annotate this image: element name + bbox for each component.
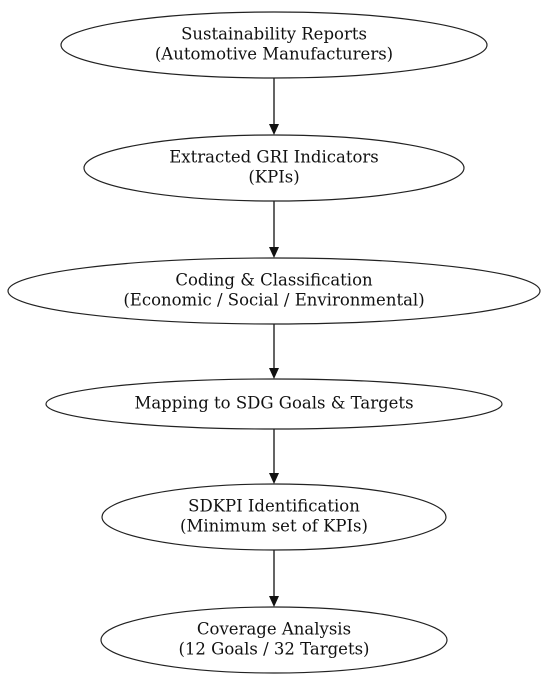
node-label-line: (12 Goals / 32 Targets) [179, 640, 370, 659]
node-label-line: Extracted GRI Indicators [169, 148, 379, 167]
node-label-line: Coding & Classification [175, 271, 373, 290]
node-ellipse [60, 11, 488, 79]
arrowhead-icon [269, 473, 279, 484]
node-label-line: (Economic / Social / Environmental) [123, 291, 424, 310]
node-coding: Coding & Classification(Economic / Socia… [7, 257, 541, 325]
node-reports: Sustainability Reports(Automotive Manufa… [60, 11, 488, 79]
node-ellipse [100, 606, 448, 674]
node-mapping: Mapping to SDG Goals & Targets [45, 378, 503, 430]
edge-gri-to-coding [269, 201, 279, 258]
arrowhead-icon [269, 247, 279, 258]
node-label-line: (Automotive Manufacturers) [155, 45, 393, 64]
node-ellipse [7, 257, 541, 325]
node-ellipse [101, 483, 447, 551]
nodes-layer: Sustainability Reports(Automotive Manufa… [7, 11, 541, 674]
node-label-line: Mapping to SDG Goals & Targets [134, 394, 413, 413]
node-gri: Extracted GRI Indicators(KPIs) [83, 134, 465, 202]
node-sdkpi: SDKPI Identification(Minimum set of KPIs… [101, 483, 447, 551]
node-label-line: (Minimum set of KPIs) [180, 517, 368, 536]
node-ellipse [83, 134, 465, 202]
arrowhead-icon [269, 596, 279, 607]
arrowhead-icon [269, 124, 279, 135]
edges-layer [269, 78, 279, 607]
edge-sdkpi-to-coverage [269, 550, 279, 607]
node-coverage: Coverage Analysis(12 Goals / 32 Targets) [100, 606, 448, 674]
node-ellipse [45, 378, 503, 430]
edge-coding-to-mapping [269, 324, 279, 379]
edge-reports-to-gri [269, 78, 279, 135]
arrowhead-icon [269, 368, 279, 379]
node-label-line: (KPIs) [248, 168, 299, 187]
node-label-line: Sustainability Reports [181, 25, 367, 44]
node-label-line: Coverage Analysis [197, 620, 351, 639]
edge-mapping-to-sdkpi [269, 429, 279, 484]
node-label-line: SDKPI Identification [188, 497, 360, 516]
